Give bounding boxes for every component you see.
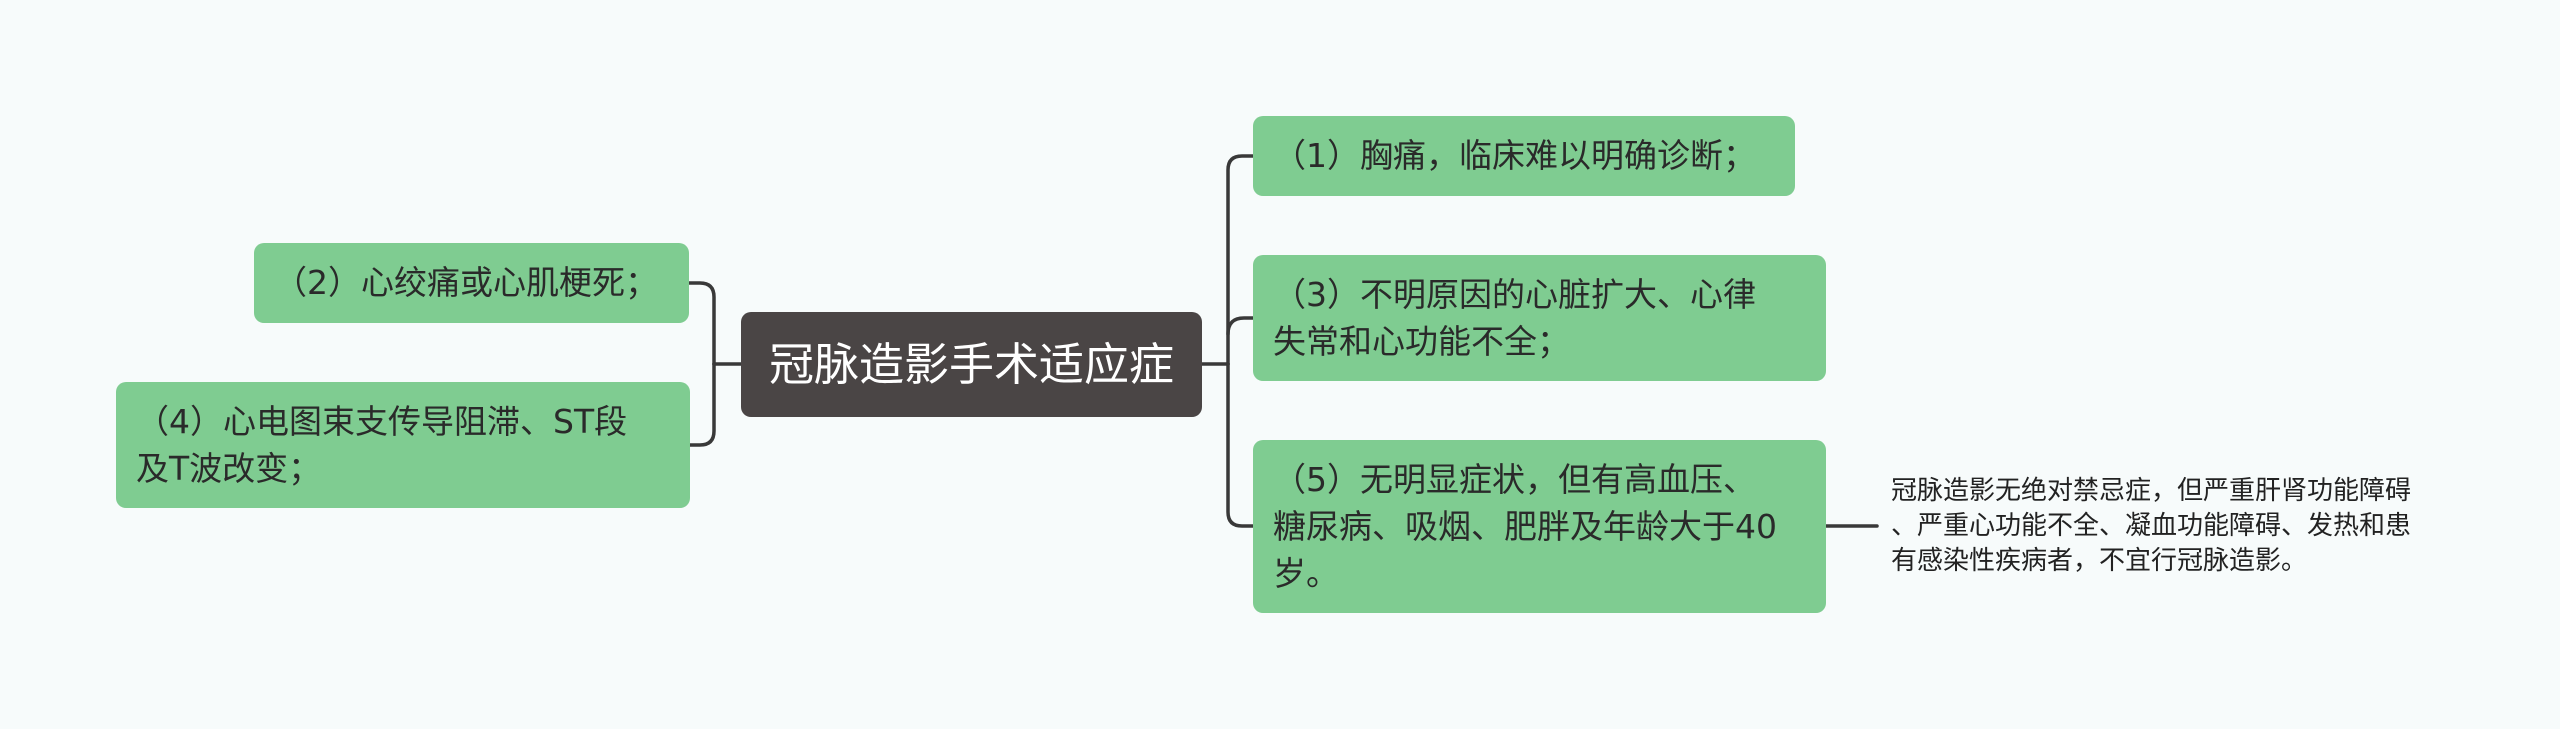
connector-to-node-2 [687,281,716,366]
central-topic[interactable]: 冠脉造影手术适应症 [741,312,1202,417]
topic-node-2[interactable]: （2）心绞痛或心肌梗死； [254,243,689,323]
connector-to-node-5 [1226,362,1255,528]
topic-node-4[interactable]: （4）心电图束支传导阻滞、ST段 及T波改变； [116,382,690,508]
central-topic-label: 冠脉造影手术适应症 [768,338,1174,391]
topic-text-line: 岁。 [1273,554,1339,593]
topic-text-line: （2）心绞痛或心肌梗死； [274,263,658,302]
contraindication-note[interactable]: 冠脉造影无绝对禁忌症，但严重肝肾功能障碍 、严重心功能不全、凝血功能障碍、发热和… [1891,474,2411,579]
connector-to-node-1 [1226,154,1255,366]
note-text-line: 冠脉造影无绝对禁忌症，但严重肝肾功能障碍 [1891,476,2412,506]
topic-text-line: 及T波改变； [136,449,322,488]
topic-text-line: 糖尿病、吸烟、肥胖及年龄大于40 [1273,507,1777,546]
connector-to-node-4 [688,362,716,447]
note-text-line: 有感染性疾病者，不宜行冠脉造影。 [1891,546,2308,576]
topic-node-3[interactable]: （3）不明原因的心脏扩大、心律 失常和心功能不全； [1253,255,1826,381]
topic-node-1[interactable]: （1）胸痛，临床难以明确诊断； [1253,116,1795,196]
topic-text-line: 失常和心功能不全； [1273,322,1570,361]
topic-text-line: （3）不明原因的心脏扩大、心律 [1273,275,1756,314]
topic-text-line: （1）胸痛，临床难以明确诊断； [1273,136,1756,175]
topic-text-line: （5）无明显症状，但有高血压、 [1273,460,1756,499]
topic-node-5[interactable]: （5）无明显症状，但有高血压、 糖尿病、吸烟、肥胖及年龄大于40 岁。 [1253,440,1826,613]
note-text-line: 、严重心功能不全、凝血功能障碍、发热和患 [1891,511,2412,541]
connector-to-node-3 [1226,316,1255,336]
topic-text-line: （4）心电图束支传导阻滞、ST段 [136,402,628,441]
